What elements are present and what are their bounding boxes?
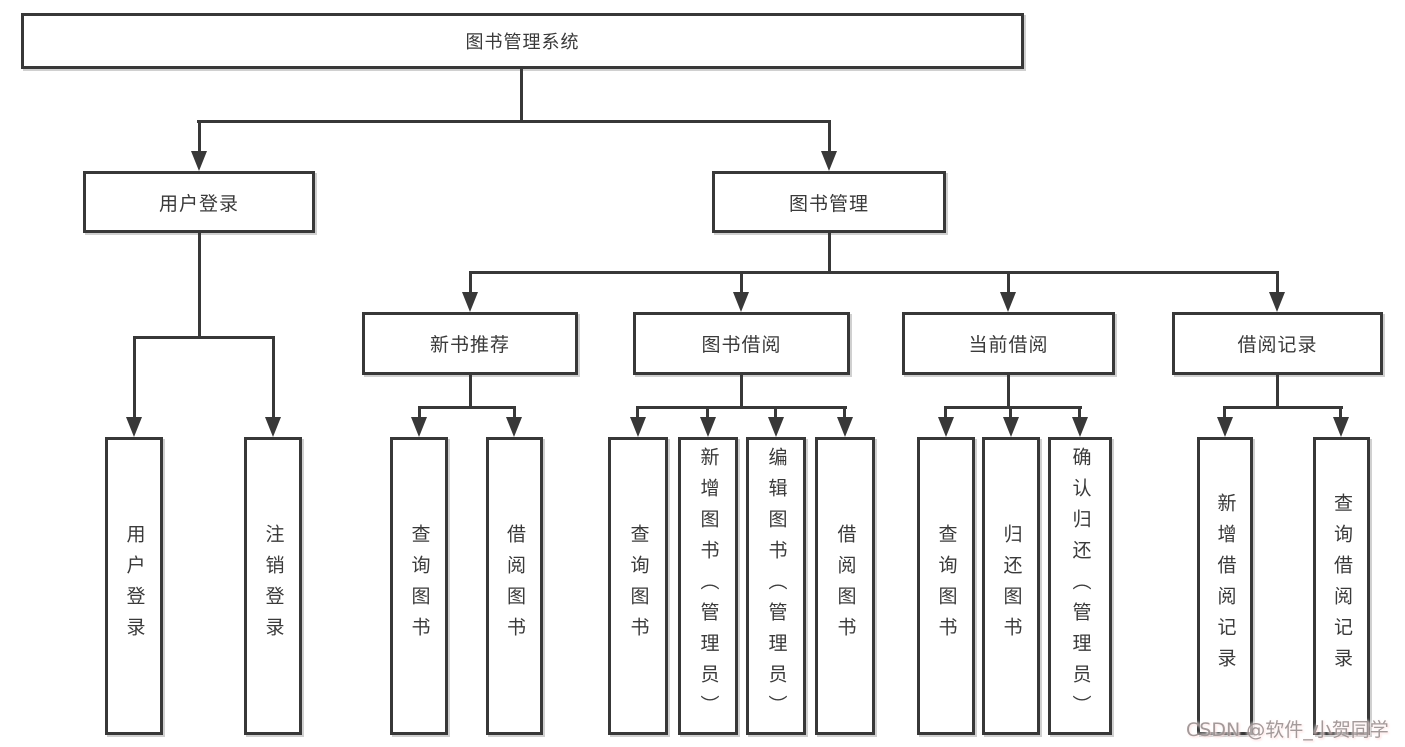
connector-line: [1223, 406, 1226, 419]
leaf-logout: 注销登录: [244, 437, 302, 735]
leaf-label: 查询图书: [627, 524, 650, 648]
node-borrow-records: 借阅记录: [1172, 312, 1383, 375]
arrowhead-down-icon: [411, 417, 427, 437]
connector-line: [513, 406, 516, 419]
leaf-label: 新增图书（管理员）: [697, 446, 720, 726]
node-user-login-label: 用户登录: [158, 192, 239, 215]
leaf-borrow-book: 借阅图书: [815, 437, 875, 735]
connector-line: [1007, 375, 1010, 406]
leaf-query-borrow-record: 查询借阅记录: [1313, 437, 1370, 735]
leaf-add-book-admin: 新增图书（管理员）: [678, 437, 738, 735]
node-user-login: 用户登录: [83, 171, 315, 233]
leaf-label: 查询图书: [935, 524, 958, 648]
connector-line: [520, 69, 523, 120]
connector-line: [198, 120, 201, 152]
leaf-label: 用户登录: [123, 524, 146, 648]
arrowhead-down-icon: [733, 292, 749, 312]
leaf-label: 借阅图书: [504, 524, 526, 648]
csdn-watermark: CSDN @软件_小贺同学: [1186, 719, 1389, 741]
connector-line: [944, 406, 947, 419]
node-book-management: 图书管理: [712, 171, 946, 233]
connector-line: [828, 120, 831, 152]
connector-line: [740, 375, 743, 406]
arrowhead-down-icon: [630, 417, 646, 437]
leaf-label: 编辑图书（管理员）: [765, 446, 788, 726]
connector-line: [272, 336, 275, 419]
node-book-borrow-label: 图书借阅: [701, 334, 782, 356]
connector-line: [469, 271, 1279, 274]
connector-line: [133, 336, 136, 419]
connector-line: [198, 233, 201, 336]
connector-line: [418, 406, 421, 419]
connector-line: [828, 233, 831, 271]
leaf-edit-book-admin: 编辑图书（管理员）: [746, 437, 806, 735]
connector-line: [1276, 271, 1279, 293]
leaf-label: 确认归还（管理员）: [1069, 446, 1092, 726]
arrowhead-down-icon: [1333, 417, 1349, 437]
node-root: 图书管理系统: [21, 13, 1024, 69]
connector-line: [1224, 406, 1343, 409]
connector-line: [1276, 375, 1279, 406]
leaf-query-book-recommend: 查询图书: [390, 437, 448, 735]
node-root-label: 图书管理系统: [465, 32, 580, 53]
leaf-label: 借阅图书: [834, 524, 857, 648]
arrowhead-down-icon: [1217, 417, 1233, 437]
node-new-book-recommend-label: 新书推荐: [429, 334, 510, 356]
node-book-management-label: 图书管理: [788, 192, 869, 215]
arrowhead-down-icon: [1269, 292, 1285, 312]
connector-line: [774, 406, 777, 419]
arrowhead-down-icon: [126, 417, 142, 437]
leaf-borrow-book-recommend: 借阅图书: [486, 437, 543, 735]
node-current-borrow-label: 当前借阅: [968, 334, 1049, 356]
arrowhead-down-icon: [506, 417, 522, 437]
connector-line: [1007, 271, 1010, 293]
leaf-return-book: 归还图书: [982, 437, 1040, 735]
arrowhead-down-icon: [462, 292, 478, 312]
arrowhead-down-icon: [768, 417, 784, 437]
arrowhead-down-icon: [265, 417, 281, 437]
arrowhead-down-icon: [821, 151, 837, 171]
node-new-book-recommend: 新书推荐: [362, 312, 578, 375]
leaf-add-borrow-record: 新增借阅记录: [1197, 437, 1253, 735]
arrowhead-down-icon: [700, 417, 716, 437]
node-book-borrow: 图书借阅: [633, 312, 850, 375]
arrowhead-down-icon: [837, 417, 853, 437]
leaf-confirm-return-admin: 确认归还（管理员）: [1048, 437, 1112, 735]
leaf-user-login: 用户登录: [105, 437, 163, 735]
leaf-label: 查询图书: [408, 524, 431, 648]
node-current-borrow: 当前借阅: [902, 312, 1115, 375]
connector-line: [197, 120, 831, 123]
connector-line: [843, 406, 846, 419]
connector-line: [945, 406, 1082, 409]
connector-line: [469, 375, 472, 406]
arrowhead-down-icon: [1003, 417, 1019, 437]
connector-line: [1078, 406, 1081, 419]
leaf-label: 注销登录: [262, 524, 285, 648]
connector-line: [469, 271, 472, 293]
leaf-label: 新增借阅记录: [1214, 493, 1237, 679]
arrowhead-down-icon: [1000, 292, 1016, 312]
connector-line: [740, 271, 743, 293]
arrowhead-down-icon: [938, 417, 954, 437]
leaf-label: 归还图书: [1000, 524, 1023, 648]
leaf-query-book: 查询图书: [608, 437, 668, 735]
connector-line: [706, 406, 709, 419]
node-borrow-records-label: 借阅记录: [1237, 334, 1318, 356]
connector-line: [636, 406, 639, 419]
connector-line: [418, 406, 516, 409]
leaf-query-current: 查询图书: [917, 437, 975, 735]
connector-line: [637, 406, 847, 409]
connector-line: [1339, 406, 1342, 419]
arrowhead-down-icon: [191, 151, 207, 171]
leaf-label: 查询借阅记录: [1331, 493, 1353, 679]
connector-line: [133, 336, 275, 339]
arrowhead-down-icon: [1072, 417, 1088, 437]
connector-line: [1009, 406, 1012, 419]
